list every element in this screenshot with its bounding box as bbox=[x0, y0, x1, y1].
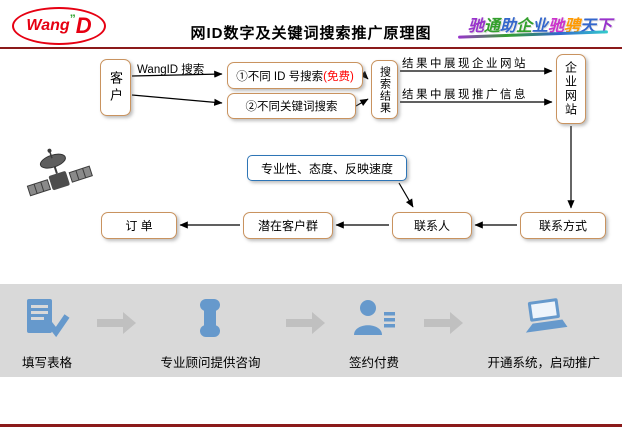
contact-person-box: 联系人 bbox=[392, 212, 472, 239]
order-box: 订 单 bbox=[101, 212, 177, 239]
contact-method-box: 联系方式 bbox=[520, 212, 606, 239]
result-site-label: 结果中展现企业网站 bbox=[402, 58, 528, 70]
bottom-rule bbox=[0, 424, 622, 427]
customer-box: 客户 bbox=[100, 59, 131, 116]
header-rule bbox=[0, 47, 622, 49]
phone-icon bbox=[193, 296, 227, 340]
laptop-icon bbox=[517, 296, 571, 340]
logo-d-text: D bbox=[75, 13, 92, 38]
step-label: 填写表格 bbox=[22, 356, 73, 370]
step-arrow-icon bbox=[284, 312, 326, 334]
process-strip: 填写表格 专业顾问提供咨询 bbox=[0, 284, 622, 377]
page-title: 网ID数字及关键词搜索推广原理图 bbox=[190, 25, 432, 42]
id-search-box: ①不同 ID 号搜索(免费) bbox=[227, 62, 363, 89]
result-promo-label: 结果中展现推广信息 bbox=[402, 89, 528, 101]
step-sign-pay: 签约付费 bbox=[349, 296, 399, 371]
logo-green-dots: ” bbox=[69, 12, 76, 26]
form-icon bbox=[24, 296, 70, 340]
free-tag: (免费) bbox=[323, 70, 354, 83]
quality-note-box: 专业性、态度、反映速度 bbox=[247, 155, 407, 181]
step-launch: 开通系统，启动推广 bbox=[487, 296, 600, 371]
satellite-icon bbox=[22, 143, 98, 224]
wangid-search-label: WangID 搜索 bbox=[137, 64, 205, 76]
signup-person-icon bbox=[351, 296, 397, 340]
enterprise-site-box: 企业网站 bbox=[556, 54, 586, 124]
search-results-box: 搜索结果 bbox=[371, 60, 398, 119]
keyword-search-box: ②不同关键词搜索 bbox=[227, 93, 356, 119]
id-search-text: ①不同 ID 号搜索 bbox=[236, 70, 324, 83]
potential-customers-box: 潜在客户群 bbox=[243, 212, 333, 239]
step-consult: 专业顾问提供咨询 bbox=[160, 296, 261, 371]
step-label: 专业顾问提供咨询 bbox=[160, 356, 261, 370]
step-fill-form: 填写表格 bbox=[22, 296, 72, 371]
wangid-logo: Wang”D bbox=[12, 7, 106, 45]
step-label: 开通系统，启动推广 bbox=[487, 356, 600, 370]
step-arrow-icon bbox=[422, 312, 464, 334]
logo-wang-text: Wang bbox=[26, 17, 70, 34]
step-arrow-icon bbox=[95, 312, 137, 334]
step-label: 签约付费 bbox=[348, 356, 399, 370]
